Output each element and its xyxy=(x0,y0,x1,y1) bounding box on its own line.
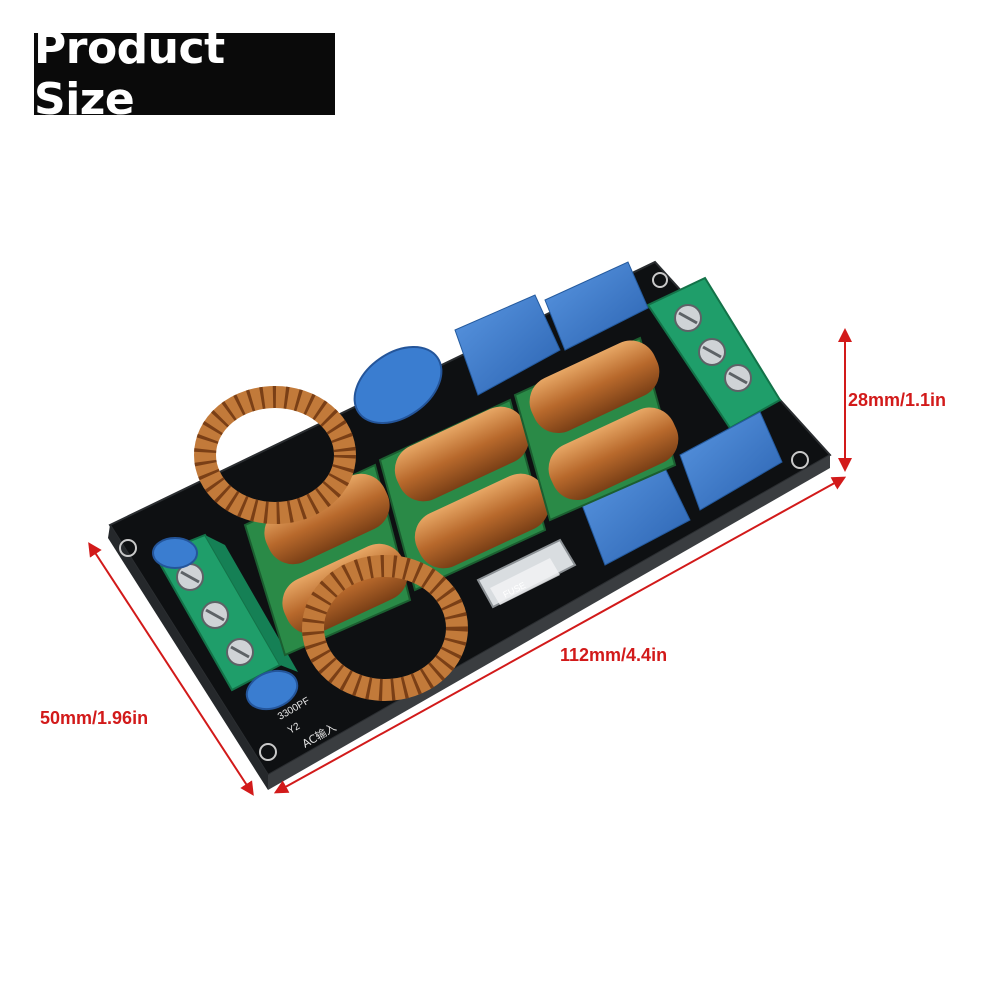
output-terminal-block xyxy=(646,276,782,430)
width-dimension-label: 50mm/1.96in xyxy=(40,708,149,728)
mount-hole xyxy=(652,272,668,288)
length-dimension-line xyxy=(273,476,847,794)
mount-hole xyxy=(791,451,809,469)
height-dimension-label: 28mm/1.1in xyxy=(848,390,947,410)
width-dimension-line xyxy=(88,542,254,796)
length-dimension-label: 112mm/4.4in xyxy=(560,645,668,665)
